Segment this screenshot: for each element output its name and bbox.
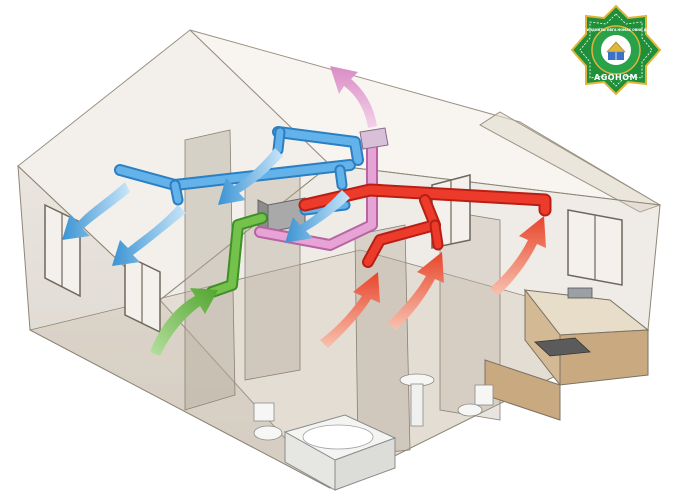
fresh-air-arrow-icon [62,182,130,240]
intake-duct-green [206,212,268,298]
logo-name: AGOHOM [594,73,638,82]
bathroom-fixtures [253,373,494,491]
extract-air-arrow-icon [388,252,444,330]
exhaust-air-arrow-icon [330,66,377,128]
sink-pedestal-icon [399,373,435,427]
extract-air-arrow-icon [320,272,380,348]
toilet-icon-left [253,402,283,441]
airflow-arrows [62,66,546,356]
agohom-logo: AGOHOM ЯЗБАЙ ИНДИЙТЫ ОВГА НОМАХ ОВИН ДЕЗ… [570,4,662,96]
roof-vent-icon [359,127,389,150]
partition-wall-2 [244,167,301,381]
intake-air-arrow-icon [150,288,218,356]
lower-counter [484,359,561,421]
fresh-air-arrow-icon [112,205,186,266]
roof-right-gable [479,111,662,213]
window-right [567,209,623,286]
bathtub-icon [283,414,397,491]
stove-icon [534,337,591,357]
fresh-air-arrow-icon [218,148,283,205]
kitchen-sink-icon [567,287,593,299]
extract-air-arrow-icon [490,216,546,296]
fresh-air-arrow-icon [285,190,350,243]
logo-motto: ЯЗБАЙ ИНДИЙТЫ ОВГА НОМАХ ОВИН ДЕЗАДВ [573,27,659,32]
kitchen-counter [484,287,650,421]
toilet-icon-right [457,384,494,417]
